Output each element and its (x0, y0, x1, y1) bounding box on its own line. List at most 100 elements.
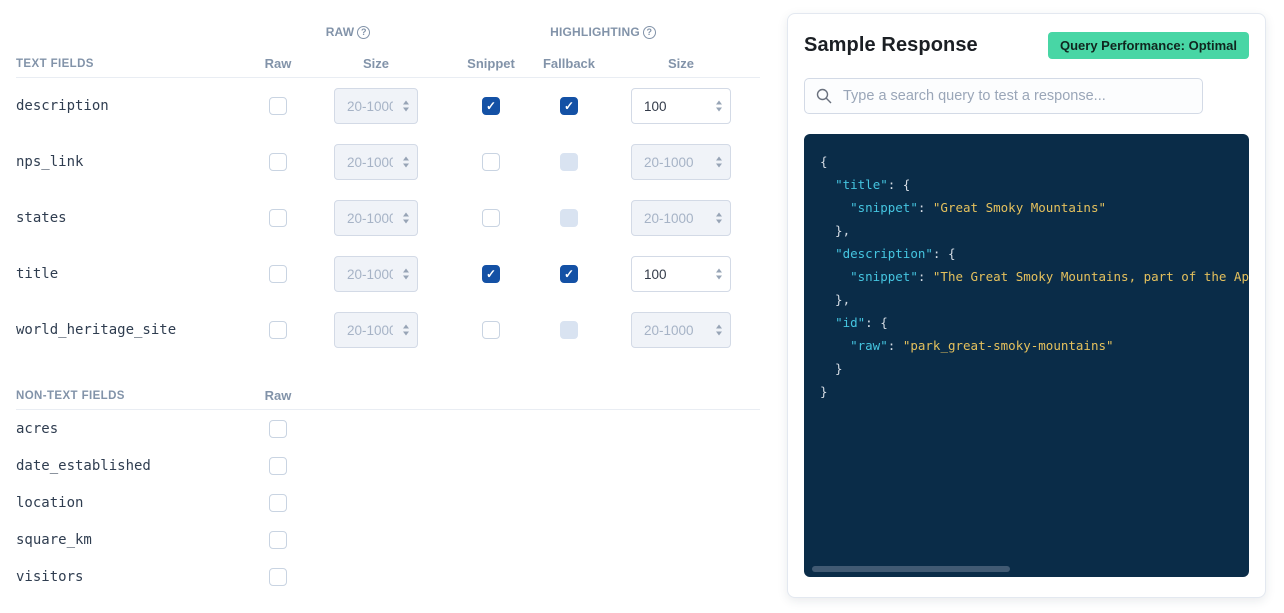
json-punctuation (820, 315, 835, 330)
raw-size-input (334, 144, 418, 180)
json-punctuation: { (820, 154, 828, 169)
json-key: "snippet" (850, 200, 918, 215)
highlighting-group-label: HIGHLIGHTING (550, 25, 640, 39)
card-title: Sample Response (804, 34, 978, 56)
raw-checkbox[interactable] (269, 209, 287, 227)
fallback-checkbox (560, 209, 578, 227)
table-row: acres (16, 410, 760, 447)
raw-checkbox[interactable] (269, 530, 287, 549)
raw-checkbox[interactable] (269, 265, 287, 283)
snippet-checkbox[interactable]: ✓ (482, 97, 500, 115)
field-name: acres (16, 420, 59, 437)
snippet-checkbox[interactable] (482, 153, 500, 171)
json-punctuation: } (820, 384, 828, 399)
field-name: title (16, 266, 59, 282)
field-name: description (16, 98, 109, 114)
json-key: "snippet" (850, 269, 918, 284)
col-snippet: Snippet (467, 56, 515, 71)
table-row: description ✓ ✓ (16, 78, 760, 134)
fallback-checkbox[interactable]: ✓ (560, 97, 578, 115)
table-row: visitors (16, 558, 760, 595)
json-punctuation: : (917, 200, 933, 215)
col-size: Size (667, 56, 694, 71)
snippet-checkbox[interactable] (482, 209, 500, 227)
json-punctuation: : (917, 269, 933, 284)
field-name: nps_link (16, 154, 84, 170)
table-row: title ✓ ✓ (16, 246, 760, 302)
highlighting-group-header: HIGHLIGHTING ? (446, 25, 760, 39)
col-raw-size: Size (362, 56, 389, 71)
json-key: "description" (835, 246, 933, 261)
code-line: { (820, 150, 1249, 173)
help-icon[interactable]: ? (642, 25, 656, 39)
search-input[interactable] (804, 78, 1203, 114)
json-punctuation: } (820, 361, 843, 376)
non-text-fields-section-label: NON-TEXT FIELDS (16, 389, 125, 402)
json-punctuation (820, 338, 850, 353)
raw-size-input (334, 312, 418, 348)
help-icon[interactable]: ? (357, 25, 371, 39)
json-punctuation (820, 200, 850, 215)
code-line: "description": { (820, 242, 1249, 265)
raw-checkbox[interactable] (269, 153, 287, 171)
json-punctuation (820, 246, 835, 261)
group-header-row: RAW ? HIGHLIGHTING ? (16, 22, 760, 42)
search-icon (816, 88, 832, 104)
field-name: square_km (16, 531, 92, 548)
fallback-checkbox[interactable]: ✓ (560, 265, 578, 283)
json-string: "park_great-smoky-mountains" (902, 338, 1114, 353)
table-row: date_established (16, 447, 760, 484)
fallback-checkbox (560, 153, 578, 171)
highlight-size-input-wrap (631, 256, 731, 292)
highlight-size-input-wrap (631, 144, 731, 180)
highlight-size-input[interactable] (631, 88, 731, 124)
snippet-checkbox[interactable] (482, 321, 500, 339)
highlight-size-input (631, 144, 731, 180)
highlight-size-input (631, 312, 731, 348)
highlight-size-input-wrap (631, 200, 731, 236)
code-line: "snippet": "The Great Smoky Mountains, p… (820, 265, 1249, 288)
raw-checkbox[interactable] (269, 97, 287, 115)
horizontal-scrollbar-thumb[interactable] (812, 566, 1010, 572)
code-line: }, (820, 219, 1249, 242)
raw-size-input (334, 88, 418, 124)
text-fields-section-label: TEXT FIELDS (16, 57, 94, 70)
raw-size-input (334, 256, 418, 292)
raw-size-input-wrap (334, 144, 418, 180)
code-line: "snippet": "Great Smoky Mountains" (820, 196, 1249, 219)
highlight-size-input-wrap (631, 312, 731, 348)
raw-size-input-wrap (334, 88, 418, 124)
fallback-checkbox (560, 321, 578, 339)
raw-checkbox[interactable] (269, 493, 287, 512)
json-punctuation (820, 269, 850, 284)
text-fields-column-headers: TEXT FIELDS Raw Size Snippet Fallback Si… (16, 50, 760, 78)
non-text-fields-column-headers: NON-TEXT FIELDS Raw (16, 382, 760, 410)
highlight-size-input-wrap (631, 88, 731, 124)
code-line: }, (820, 288, 1249, 311)
raw-group-label: RAW (325, 25, 355, 39)
raw-checkbox[interactable] (269, 419, 287, 438)
field-name: location (16, 494, 84, 511)
json-string: "Great Smoky Mountains" (932, 200, 1106, 215)
response-code-block[interactable]: { "title": { "snippet": "Great Smoky Mou… (804, 134, 1249, 577)
json-punctuation: : { (932, 246, 956, 261)
raw-size-input-wrap (334, 256, 418, 292)
code-line: "title": { (820, 173, 1249, 196)
snippet-checkbox[interactable]: ✓ (482, 265, 500, 283)
field-name: world_heritage_site (16, 322, 177, 338)
json-string: "The Great Smoky Mountains, part of the … (932, 269, 1249, 284)
highlight-size-input[interactable] (631, 256, 731, 292)
json-punctuation: : { (887, 177, 911, 192)
raw-group-header: RAW ? (250, 25, 446, 39)
json-punctuation: : (887, 338, 903, 353)
raw-checkbox[interactable] (269, 456, 287, 475)
field-config-panel: RAW ? HIGHLIGHTING ? TEXT FIELDS Raw Siz… (16, 22, 760, 595)
raw-checkbox[interactable] (269, 567, 287, 586)
json-punctuation: }, (820, 223, 851, 238)
table-row: location (16, 484, 760, 521)
raw-size-input-wrap (334, 200, 418, 236)
raw-checkbox[interactable] (269, 321, 287, 339)
table-row: world_heritage_site (16, 302, 760, 358)
sample-response-card: Sample Response Query Performance: Optim… (787, 13, 1266, 598)
raw-size-input-wrap (334, 312, 418, 348)
